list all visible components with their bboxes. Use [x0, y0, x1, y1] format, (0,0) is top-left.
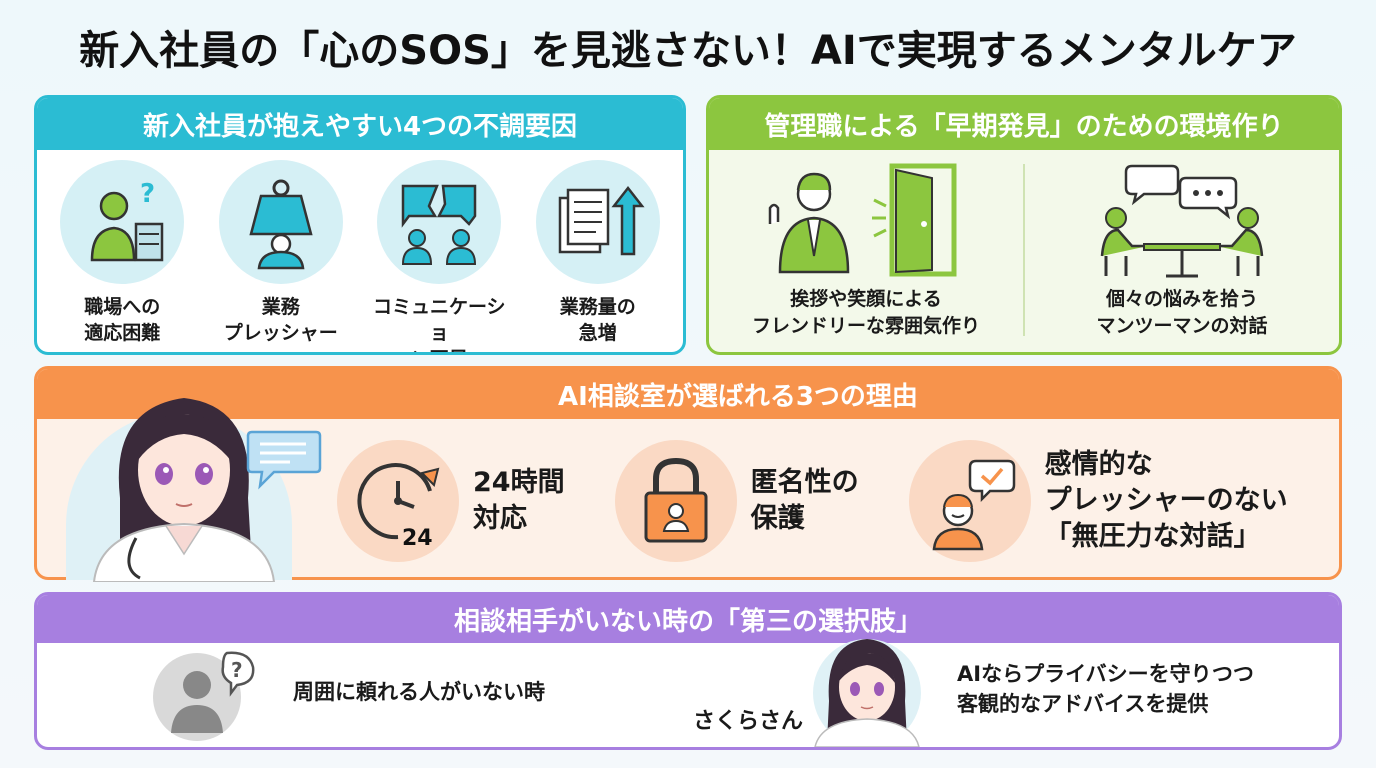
svg-text:?: ?	[231, 658, 243, 682]
svg-text:?: ?	[140, 179, 155, 209]
manager-item-label: 挨拶や笑顔による フレンドリーな雰囲気作り	[751, 288, 980, 337]
broken-communication-icon	[377, 160, 502, 284]
reason-label: 匿名性の 保護	[750, 467, 859, 534]
factor-label: 職場への 適応困難	[84, 296, 161, 344]
sakura-avatar	[814, 639, 920, 747]
reasons-heading: AI相談室が選ばれる3つの理由	[37, 369, 1339, 419]
manager-panel: 管理職による「早期発見」のための環境作り 挨拶や笑顔による フレンドリーな雰囲気…	[706, 95, 1342, 355]
divider	[1023, 164, 1025, 336]
one-on-one-meeting-icon	[1100, 164, 1264, 278]
character-name: さくらさん	[693, 709, 804, 734]
calm-person-icon	[908, 440, 1031, 562]
ai-advice-text: AIならプライバシーを守りつつ 客観的なアドバイスを提供	[957, 662, 1254, 716]
reason-label: 24時間 対応	[473, 467, 565, 534]
clock-24-icon: 24	[337, 440, 459, 562]
weight-pressure-icon	[218, 160, 343, 284]
reason-24h: 24 24時間 対応	[337, 431, 565, 571]
manager-item-greeting: 挨拶や笑顔による フレンドリーな雰囲気作り	[709, 150, 1023, 352]
greeting-manager-door-icon	[768, 163, 957, 277]
factor-adaptation: ? 職場への 適応困難	[47, 160, 197, 352]
manager-item-label: 個々の悩みを拾う マンツーマンの対話	[1096, 288, 1268, 337]
factors-panel: 新入社員が抱えやすい4つの不調要因 ? 職場への 適応困難	[34, 95, 686, 355]
page-title: 新入社員の「心のSOS」を見逃さない！AIで実現するメンタルケア	[79, 28, 1297, 74]
clock-number: 24	[402, 526, 433, 551]
factor-communication: コミュニケーショ ン不足	[364, 160, 514, 352]
chat-bubble-icon	[246, 430, 322, 490]
manager-item-dialogue: 個々の悩みを拾う マンツーマンの対話	[1025, 150, 1339, 352]
factor-pressure: 業務 プレッシャー	[206, 160, 356, 352]
manager-heading: 管理職による「早期発見」のための環境作り	[709, 98, 1339, 150]
reason-no-pressure: 感情的な プレッシャーのない 「無圧力な対話」	[908, 431, 1288, 571]
reason-label: 感情的な プレッシャーのない 「無圧力な対話」	[1044, 449, 1288, 552]
third-option-heading: 相談相手がいない時の「第三の選択肢」	[37, 595, 1339, 643]
no-support-text: 周囲に頼れる人がいない時	[293, 680, 545, 704]
document-increase-icon	[535, 160, 660, 284]
counselor-avatar	[92, 398, 276, 582]
reason-anonymity: 匿名性の 保護	[614, 431, 859, 571]
factor-label: 業務量の 急増	[559, 296, 636, 344]
factor-label: コミュニケーショ ン不足	[372, 296, 506, 352]
factors-heading: 新入社員が抱えやすい4つの不調要因	[37, 98, 683, 150]
factor-workload: 業務量の 急増	[523, 160, 673, 352]
anonymous-person-icon: ?	[153, 651, 255, 741]
padlock-icon	[614, 440, 737, 562]
factor-label: 業務 プレッシャー	[223, 296, 338, 344]
confused-worker-icon: ?	[60, 160, 185, 284]
third-option-panel: 相談相手がいない時の「第三の選択肢」 ? 周囲に頼れる人がいない時 さくらさん …	[34, 592, 1342, 750]
